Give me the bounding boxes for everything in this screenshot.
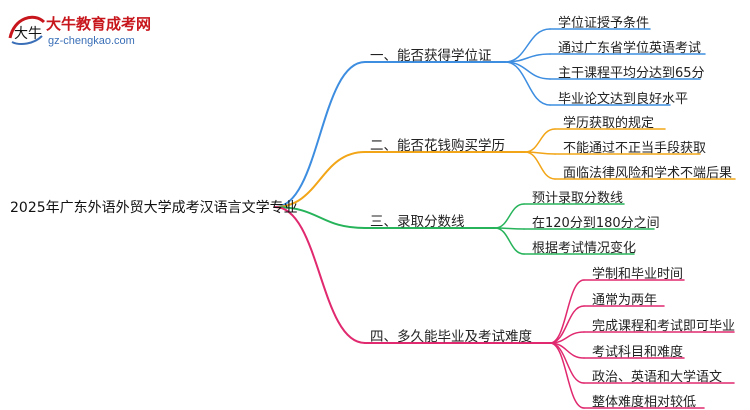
leaf-label[interactable]: 学历获取的规定 <box>563 116 655 131</box>
leaf-label[interactable]: 在120分到180分之间 <box>532 216 660 231</box>
leaf-connector <box>494 203 525 229</box>
logo-title: 大牛教育成考网 <box>46 15 152 33</box>
leaf-label[interactable]: 整体难度相对较低 <box>592 395 697 410</box>
leaf-label[interactable]: 主干课程平均分达到65分 <box>558 66 705 81</box>
leaf-connector <box>549 279 585 344</box>
leaf-label[interactable]: 完成课程和考试即可毕业 <box>592 319 736 334</box>
branch-connector <box>274 61 366 208</box>
leaf-connector <box>524 128 556 153</box>
site-logo[interactable]: 大牛 大牛教育成考网 gz-chengkao.com <box>4 6 164 54</box>
leaf-connector <box>494 227 525 255</box>
logo-mark-text: 大牛 <box>14 26 42 42</box>
branch-connector <box>274 151 366 208</box>
branch-label-3[interactable]: 三、录取分数线 <box>370 214 465 230</box>
branch-connector <box>274 206 366 344</box>
leaf-label[interactable]: 面临法律风险和学术不端后果 <box>563 166 733 181</box>
leaf-connector <box>524 151 556 180</box>
leaf-label[interactable]: 毕业论文达到良好水平 <box>558 92 689 107</box>
leaf-label[interactable]: 政治、英语和大学语文 <box>592 370 723 385</box>
leaf-connector <box>504 61 551 106</box>
leaf-label[interactable]: 根据考试情况变化 <box>532 241 637 256</box>
leaf-label[interactable]: 通常为两年 <box>592 293 658 308</box>
branch-label-2[interactable]: 二、能否花钱购买学历 <box>370 138 505 154</box>
leaf-label[interactable]: 通过广东省学位英语考试 <box>558 41 702 56</box>
branch-label-1[interactable]: 一、能否获得学位证 <box>370 48 492 64</box>
branch-connector <box>274 206 366 229</box>
logo-url: gz-chengkao.com <box>48 35 135 47</box>
leaf-label[interactable]: 考试科目和难度 <box>592 345 684 360</box>
leaf-label[interactable]: 预计录取分数线 <box>532 191 624 206</box>
leaf-connector <box>504 61 551 80</box>
logo-mark-icon: 大牛 <box>8 15 46 45</box>
leaf-connector <box>504 28 551 63</box>
root-topic: 2025年广东外语外贸大学成考汉语言文学专业 <box>10 200 298 216</box>
branch-label-4[interactable]: 四、多久能毕业及考试难度 <box>370 329 532 345</box>
leaf-connector <box>549 305 585 344</box>
leaf-label[interactable]: 学制和毕业时间 <box>592 267 684 282</box>
leaf-connector <box>549 342 585 409</box>
leaf-label[interactable]: 学位证授予条件 <box>558 16 650 31</box>
leaf-label[interactable]: 不能通过不正当手段获取 <box>563 141 707 156</box>
